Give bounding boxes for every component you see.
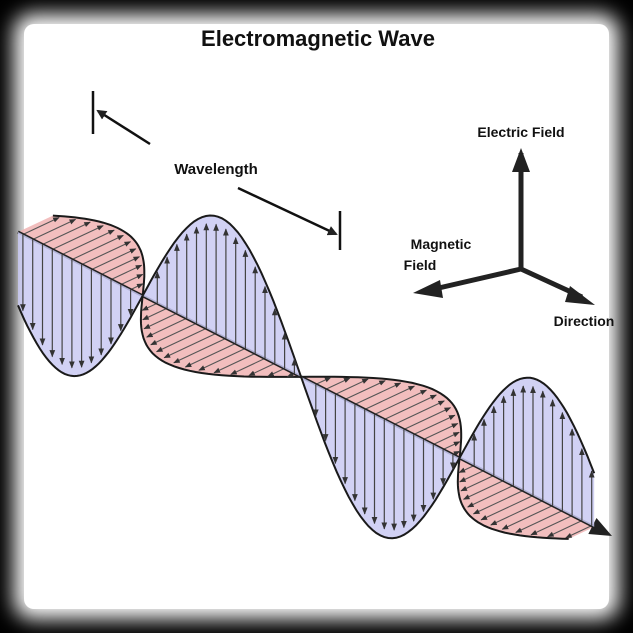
wavelength-label: Wavelength <box>174 161 258 178</box>
magnetic-field-vector <box>460 475 495 492</box>
magnetic-field-vector <box>91 248 137 271</box>
magnetic-field-vector <box>146 317 187 338</box>
magnetic-field-vector <box>384 394 437 420</box>
magnetic-field-vector <box>184 342 236 368</box>
magnetic-field-vector <box>71 234 124 261</box>
magnetic-field-vector <box>325 377 351 390</box>
magnetic-field-vector <box>480 495 534 521</box>
magnetic-field-vector <box>315 376 332 385</box>
magnetic-field-axis <box>429 266 522 293</box>
wavelength-arrow-left <box>96 109 151 146</box>
magnetic-field-vector <box>472 490 524 515</box>
magnetic-lobe-outline <box>301 375 463 459</box>
magnetic-field-vector <box>42 221 91 245</box>
magnetic-field-vector <box>354 382 402 405</box>
electric-field-arrowhead <box>512 148 530 172</box>
magnetic-field-vector <box>100 256 140 276</box>
magnetic-field-vector <box>163 332 217 359</box>
magnetic-field-vector <box>335 378 369 395</box>
wavelength-marker: Wavelength <box>91 91 342 250</box>
magnetic-lobe-outline <box>139 295 302 378</box>
electric-lobe-fill <box>142 215 302 377</box>
magnetic-field-vector <box>442 441 461 450</box>
magnetic-field-vector <box>344 380 386 400</box>
magnetic-field-vector <box>142 307 168 321</box>
magnetic-field-vector <box>150 322 197 346</box>
magnetic-field-vector <box>230 357 266 375</box>
axes-legend: Electric Field Magnetic Field Direction <box>404 124 615 329</box>
magnetic-field-vector <box>130 283 144 291</box>
wavelength-arrow-right <box>237 186 338 236</box>
magnetic-field-vector <box>143 312 178 330</box>
electric-lobe-outline <box>141 214 303 378</box>
electric-field-waves <box>17 214 596 540</box>
magnetic-field-vector <box>213 352 256 374</box>
magnetic-field-vector <box>61 229 115 256</box>
magnetic-field-vector <box>393 400 445 425</box>
magnetic-field-vector <box>547 520 583 538</box>
magnetic-field-vector <box>403 407 452 430</box>
magnetic-field-vector <box>459 470 485 483</box>
magnetic-field-vector <box>490 500 544 526</box>
magnetic-field-vector <box>248 362 276 377</box>
magnetic-lobe-outline <box>52 214 146 296</box>
magnetic-field-arrowhead <box>413 280 443 298</box>
magnetic-field-vector <box>32 218 77 240</box>
magnetic-field-vector <box>81 241 132 266</box>
magnetic-field-vector <box>22 217 60 235</box>
magnetic-field-vector <box>413 414 456 435</box>
magnetic-field-vector <box>515 510 563 533</box>
magnetic-field-vector <box>433 431 460 445</box>
magnetic-field-vector <box>423 423 459 440</box>
magnetic-field-vector <box>110 264 143 281</box>
magnetic-field-vector <box>198 347 246 371</box>
electric-lobe-fill <box>301 376 460 539</box>
magnetic-field-vector <box>374 389 427 415</box>
magnetic-field-vector <box>156 327 207 353</box>
electric-lobe-outline <box>300 376 461 540</box>
magnetic-field-vector <box>501 505 553 530</box>
propagation-arrowhead <box>588 518 612 536</box>
magnetic-field-vector <box>267 367 285 377</box>
diagram-title: Electromagnetic Wave <box>201 26 435 51</box>
magnetic-field-vector <box>120 273 144 286</box>
magnetic-field-label-line1: Magnetic <box>411 236 472 252</box>
direction-label: Direction <box>554 313 615 329</box>
direction-arrowhead <box>565 286 595 305</box>
magnetic-field-vector <box>173 337 227 364</box>
magnetic-field-vector <box>141 302 158 311</box>
magnetic-field-vector <box>52 225 104 250</box>
magnetic-field-vector <box>458 465 475 473</box>
magnetic-field-vector <box>463 480 504 500</box>
magnetic-field-vector <box>530 515 573 536</box>
magnetic-lobe-outline <box>456 457 569 540</box>
electric-lobe-outline <box>17 295 144 378</box>
magnetic-field-vector <box>364 385 415 410</box>
magnetic-field-vector <box>565 525 592 539</box>
electric-field-label: Electric Field <box>477 124 564 140</box>
magnetic-field-label-line2: Field <box>404 257 437 273</box>
magnetic-field-vector <box>467 485 514 508</box>
